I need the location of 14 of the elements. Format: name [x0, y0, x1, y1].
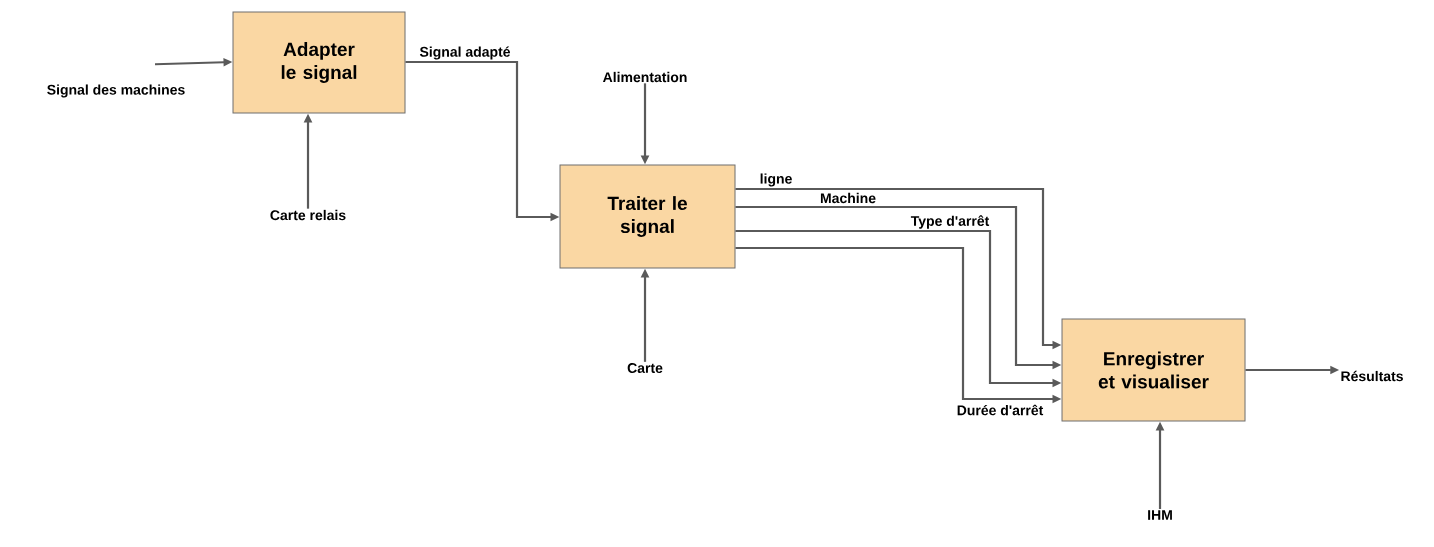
signal-label: Carte — [627, 363, 663, 373]
edge-label: Type d'arrêt — [909, 214, 991, 230]
signal-label: Résultats — [1341, 370, 1403, 382]
process-box: Enregistrer et visualiser — [1061, 318, 1246, 422]
signal-label: IHM — [1148, 510, 1172, 520]
process-box: Traiter le signal — [559, 164, 736, 269]
signal-label: Carte relais — [270, 209, 346, 221]
edge-label: ligne — [758, 172, 794, 188]
signal-label: Alimentation — [602, 71, 687, 83]
edge-label: Durée d'arrêt — [955, 403, 1045, 417]
signal-label: Signal des machines — [47, 84, 185, 98]
edge-label: Machine — [819, 191, 877, 205]
process-box: Adapter le signal — [232, 11, 406, 114]
edge-label: Signal adapté — [418, 45, 512, 61]
